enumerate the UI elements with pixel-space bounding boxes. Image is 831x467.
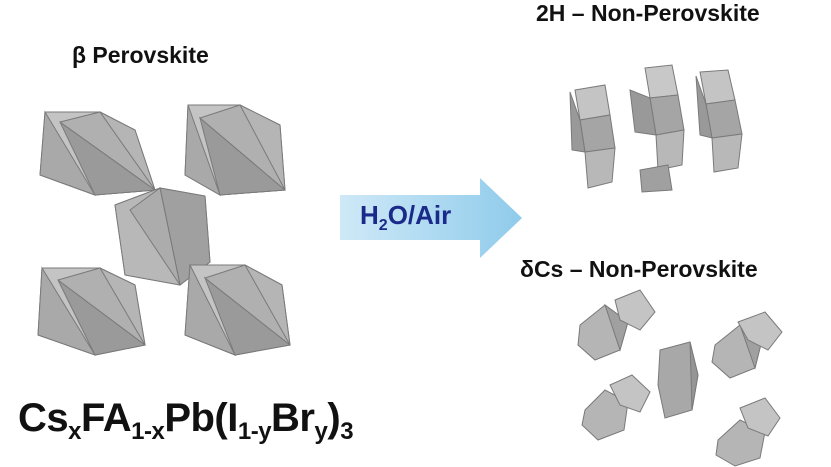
beta-perovskite-structure <box>37 104 292 356</box>
dcs-non-perovskite-title: δCs – Non-Perovskite <box>520 256 758 282</box>
arrow-label-h: H <box>360 200 379 230</box>
formula-sub-3: 3 <box>340 418 354 445</box>
chemical-formula: CsxFA1-xPb(I1-yBry)3 <box>18 396 354 444</box>
formula-cs: Cs <box>18 396 69 440</box>
2h-chain-2 <box>629 64 685 193</box>
dcs-pair-3 <box>657 341 699 419</box>
reaction-arrow <box>340 178 522 258</box>
octahedron-top-right <box>184 104 287 197</box>
formula-sub-1-y: 1-y <box>237 418 272 445</box>
dcs-pair-1 <box>577 289 656 361</box>
octahedron-center <box>114 187 211 286</box>
dcs-pair-4 <box>581 374 651 441</box>
octahedron-bottom-right <box>184 263 292 356</box>
octahedron-top-left <box>39 110 157 196</box>
octahedron-bottom-left <box>37 266 147 356</box>
2h-non-perovskite-structure <box>569 64 743 193</box>
dcs-pair-2 <box>711 311 783 379</box>
arrow-label-subscript: 2 <box>378 217 388 234</box>
dcs-non-perovskite-structure <box>577 289 783 467</box>
2h-chain-1 <box>569 84 616 189</box>
dcs-pair-5 <box>715 397 781 467</box>
beta-perovskite-title: β Perovskite <box>72 42 209 68</box>
2h-chain-3 <box>695 69 743 173</box>
formula-pb: Pb(I <box>164 396 238 440</box>
formula-sub-1-x: 1-x <box>131 418 165 445</box>
arrow-label: H2O/Air <box>360 200 452 234</box>
formula-fa: FA <box>81 396 132 440</box>
2h-non-perovskite-title: 2H – Non-Perovskite <box>536 0 760 26</box>
formula-close: ) <box>327 396 341 440</box>
formula-sub-y: y <box>314 418 328 445</box>
arrow-label-rest: O/Air <box>387 200 452 230</box>
formula-br: Br <box>271 396 315 440</box>
formula-sub-x: x <box>68 418 81 445</box>
